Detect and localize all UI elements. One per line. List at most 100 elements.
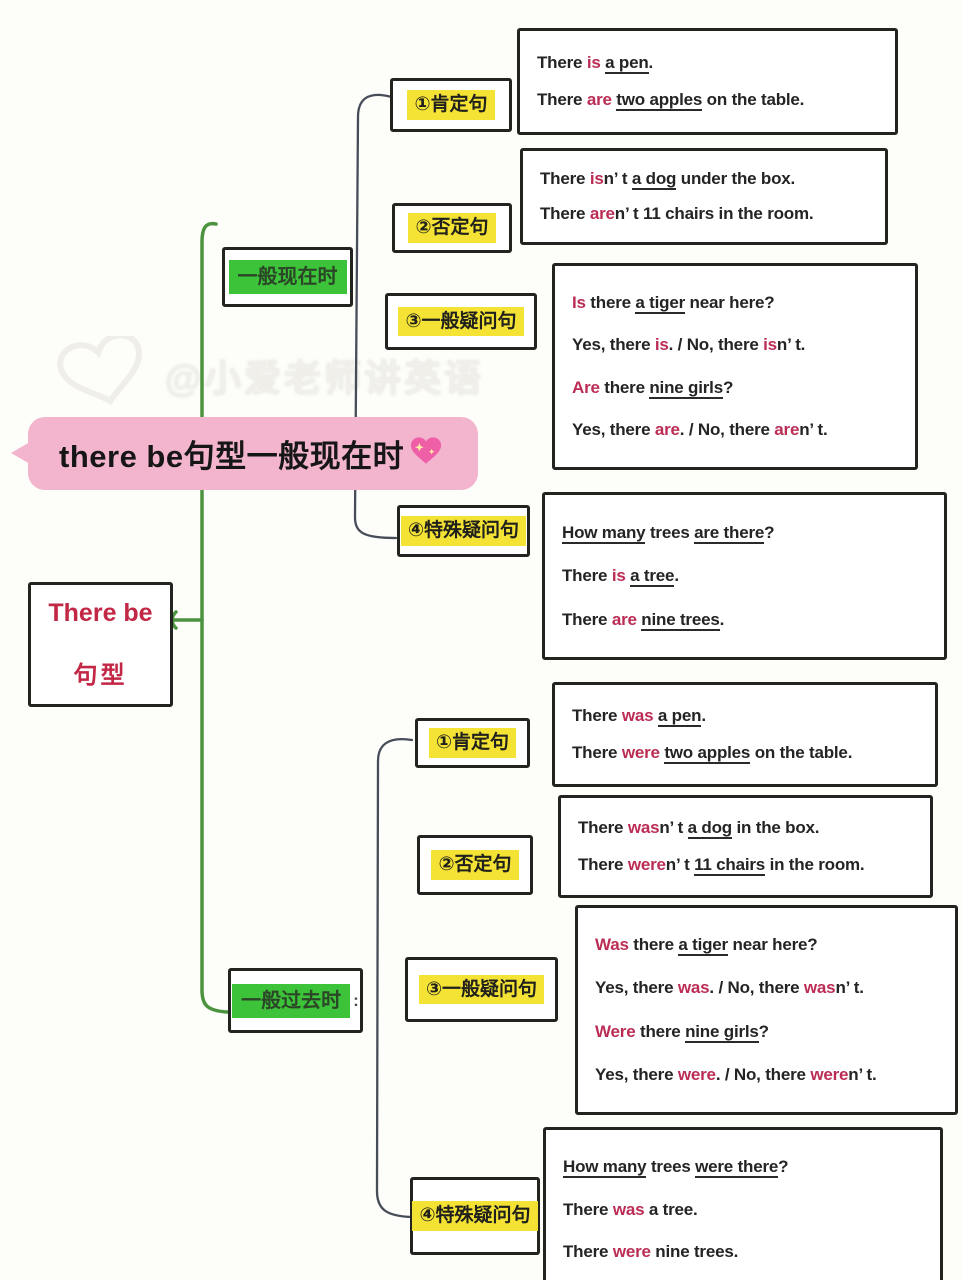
sentence-text: There bbox=[578, 854, 628, 874]
sentence-text: in the box. bbox=[732, 818, 820, 838]
underlined-phrase: a pen bbox=[605, 52, 649, 74]
bubble-text: there be句型一般现在时 bbox=[59, 439, 405, 474]
verb-highlight: is bbox=[586, 52, 601, 72]
label-affirmative-present: ①肯定句 bbox=[390, 78, 512, 132]
underlined-phrase: were there bbox=[695, 1156, 779, 1178]
label-negative-present: ②否定句 bbox=[392, 203, 512, 253]
underlined-phrase: two apples bbox=[616, 90, 703, 112]
example-sentence: There are nine trees. bbox=[562, 609, 940, 631]
verb-highlight: were bbox=[677, 1064, 716, 1084]
example-sentence: There is a pen. bbox=[537, 52, 891, 74]
sentence-text: in the room. bbox=[765, 854, 865, 874]
verb-highlight: are bbox=[654, 420, 680, 440]
sentence-text: there bbox=[585, 292, 636, 312]
example-sentence: There was a tree. bbox=[563, 1200, 936, 1220]
sentence-text: n’ t. bbox=[799, 420, 828, 440]
sentence-text: ? bbox=[758, 1021, 769, 1041]
sentence-text: trees bbox=[646, 1156, 696, 1176]
example-sentence: There were two apples on the table. bbox=[572, 743, 931, 764]
sentence-text: n’ t 11 chairs in the room. bbox=[614, 203, 814, 223]
sentence-text: There bbox=[563, 1199, 613, 1219]
example-sentence: Was there a tiger near here? bbox=[595, 935, 951, 957]
label-text: ④特殊疑问句 bbox=[400, 516, 527, 546]
underlined-phrase: a pen bbox=[657, 706, 702, 727]
sentence-text: n’ t. bbox=[835, 978, 864, 998]
underlined-phrase: are there bbox=[694, 522, 765, 544]
sentence-text: There bbox=[537, 52, 587, 72]
root-node: There be 句型 bbox=[28, 582, 173, 707]
example-sentence: Are there nine girls? bbox=[572, 377, 911, 399]
sentence-text: there bbox=[599, 377, 650, 397]
sentence-text: Yes, there bbox=[572, 335, 655, 355]
branch-present-tense: 一般现在时 bbox=[222, 247, 353, 307]
branch-label-suffix: : bbox=[353, 990, 359, 1010]
verb-highlight: Are bbox=[572, 377, 600, 397]
sentence-text: There bbox=[563, 1242, 613, 1262]
label-text: ①肯定句 bbox=[428, 728, 517, 758]
example-sentence: There are two apples on the table. bbox=[537, 90, 891, 112]
label-general-question-past: ③一般疑问句 bbox=[405, 957, 558, 1022]
underlined-phrase: a tiger bbox=[678, 935, 728, 957]
label-negative-past: ②否定句 bbox=[417, 835, 533, 895]
label-text: ④特殊疑问句 bbox=[412, 1201, 538, 1231]
underlined-phrase: a dog bbox=[687, 818, 732, 840]
example-sentence: There is a tree. bbox=[562, 566, 940, 587]
verb-highlight: were bbox=[612, 1242, 651, 1262]
sentence-text: there bbox=[628, 935, 679, 955]
sentence-text: There bbox=[572, 743, 622, 762]
root-title-en: There be bbox=[48, 599, 153, 627]
verb-highlight: were bbox=[810, 1064, 849, 1084]
bubble-tail bbox=[11, 442, 30, 464]
underlined-phrase: 11 chairs bbox=[694, 854, 766, 876]
sentence-text: n’ t bbox=[665, 854, 695, 874]
sentence-text: near here? bbox=[727, 935, 818, 955]
connector-root-stub bbox=[170, 610, 204, 630]
examples-affirmative-present: There is a pen. There are two apples on … bbox=[517, 28, 898, 135]
verb-highlight: is bbox=[763, 335, 777, 355]
verb-highlight: are bbox=[774, 420, 800, 440]
sentence-text: . / No, there bbox=[668, 335, 764, 355]
examples-general-question-present: Is there a tiger near here? Yes, there i… bbox=[552, 263, 918, 470]
verb-highlight: Is bbox=[572, 292, 586, 312]
sentence-text: nine trees. bbox=[650, 1242, 739, 1262]
title-bubble: there be句型一般现在时 bbox=[11, 417, 478, 490]
sentence-text: n’ t bbox=[659, 818, 688, 838]
branch-label: 一般过去时 bbox=[232, 983, 351, 1018]
sentence-text: There bbox=[562, 566, 612, 585]
verb-highlight: were bbox=[627, 854, 666, 874]
verb-highlight: are bbox=[611, 609, 637, 629]
example-sentence: There were nine trees. bbox=[563, 1242, 936, 1262]
verb-highlight: are bbox=[589, 203, 615, 223]
sentence-text: near here? bbox=[685, 292, 775, 312]
example-sentence: There isn’ t a dog under the box. bbox=[540, 169, 881, 191]
sentence-text: . bbox=[719, 609, 725, 629]
examples-general-question-past: Was there a tiger near here? Yes, there … bbox=[575, 905, 958, 1115]
label-special-question-past: ④特殊疑问句 bbox=[410, 1177, 540, 1255]
underlined-phrase: a dog bbox=[631, 169, 677, 191]
sentence-text: . bbox=[674, 566, 679, 585]
sentence-text: . bbox=[648, 52, 654, 72]
sentence-text: Yes, there bbox=[572, 420, 655, 440]
underlined-phrase: How many bbox=[563, 1156, 647, 1178]
verb-highlight: was bbox=[612, 1199, 645, 1219]
branch-past-tense: 一般过去时 : bbox=[228, 968, 363, 1033]
underlined-phrase: nine girls bbox=[649, 377, 723, 399]
underlined-phrase: nine girls bbox=[685, 1021, 759, 1043]
example-sentence: How many trees were there? bbox=[563, 1156, 936, 1178]
verb-highlight: was bbox=[627, 818, 660, 838]
connector-past-branch bbox=[375, 737, 414, 1219]
sentence-text: . / No, there bbox=[679, 420, 775, 440]
sentence-text: There bbox=[562, 609, 612, 629]
example-sentence: Yes, there was. / No, there wasn’ t. bbox=[595, 978, 951, 998]
verb-highlight: is bbox=[654, 335, 669, 355]
verb-highlight: were bbox=[621, 743, 660, 762]
root-title-zh: 句型 bbox=[73, 662, 128, 689]
examples-special-question-present: How many trees are there? There is a tre… bbox=[542, 492, 947, 660]
sentence-text: There bbox=[540, 203, 590, 223]
sentence-text: . / No, there bbox=[715, 1064, 811, 1084]
sentence-text: There bbox=[578, 818, 628, 838]
label-text: ②否定句 bbox=[431, 850, 519, 880]
label-general-question-present: ③一般疑问句 bbox=[385, 293, 537, 350]
example-sentence: Yes, there are. / No, there aren’ t. bbox=[572, 420, 911, 440]
sentence-text: ? bbox=[778, 1156, 789, 1176]
